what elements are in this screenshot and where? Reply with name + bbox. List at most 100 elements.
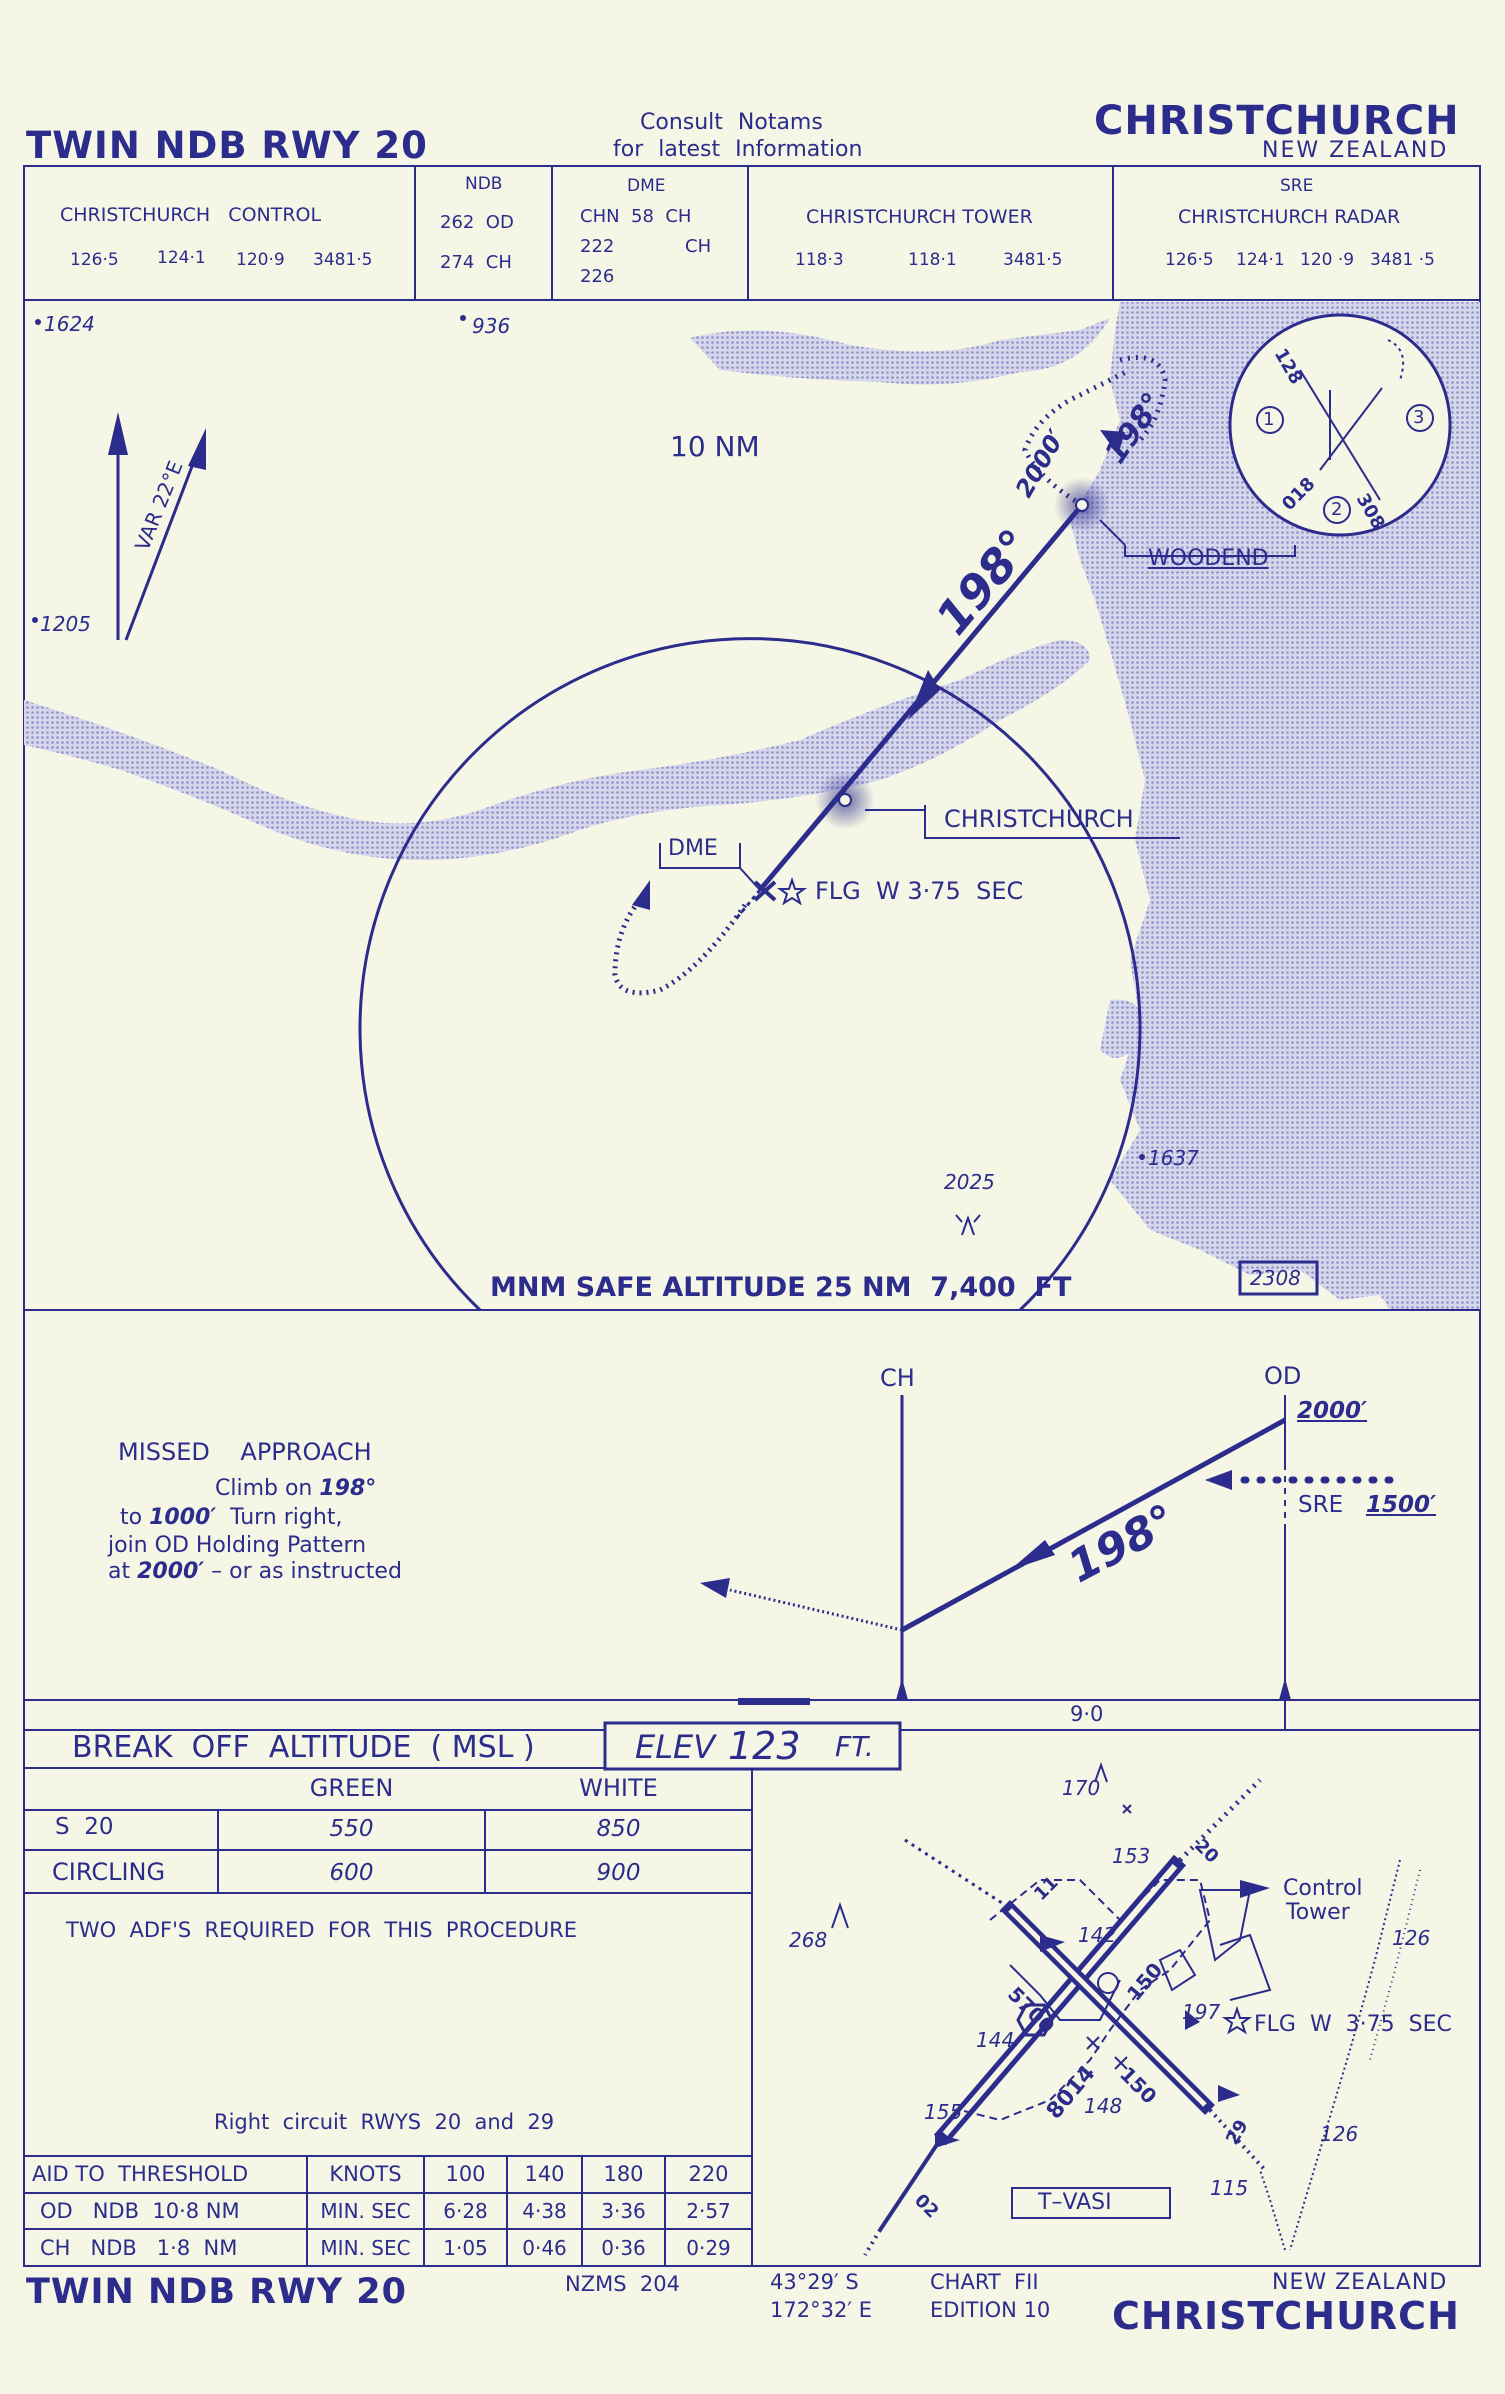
land-shading — [1070, 302, 1480, 1310]
control-freq-4: 3481·5 — [313, 250, 373, 270]
elev-value: 123 — [728, 1724, 801, 1768]
tower-title: CHRISTCHURCH TOWER — [806, 206, 1033, 228]
control-tower-label-1: Control — [1283, 1876, 1363, 1901]
adf-note: TWO ADF'S REQUIRED FOR THIS PROCEDURE — [66, 1918, 578, 1942]
control-freq-1: 126·5 — [70, 250, 119, 270]
elev-126b: 126 — [1320, 2122, 1359, 2146]
sre-title: SRE — [1280, 176, 1314, 196]
ndb-ch: 274 CH — [440, 252, 512, 273]
aerodrome-flg-label: FLG W 3·75 SEC — [1254, 2012, 1452, 2037]
dme-title: DME — [627, 176, 666, 196]
spot-936: 936 — [472, 314, 511, 338]
elev-142: 142 — [1078, 1923, 1117, 1947]
elev-153: 153 — [1112, 1844, 1151, 1868]
profile-sre-altitude: 1500′ — [1366, 1492, 1437, 1518]
inset-circle-1: 1 — [1263, 409, 1275, 430]
spot-1205: 1205 — [40, 612, 91, 636]
tower-freq-2: 118·1 — [908, 250, 957, 270]
timing-row-od-unit: MIN. SEC — [320, 2199, 411, 2223]
timing-row-ch-140: 0·46 — [522, 2236, 567, 2260]
footer-longitude: 172°32′ E — [770, 2298, 873, 2322]
minima-row-circling-white: 900 — [596, 1860, 641, 1886]
ndb-title: NDB — [465, 174, 503, 194]
elev-268: 268 — [789, 1928, 828, 1952]
elev-148: 148 — [1084, 2094, 1123, 2118]
elev-155: 155 — [924, 2100, 963, 2124]
consult-notams-line1: Consult Notams — [640, 110, 823, 135]
missed-approach-line4: at 2000′ – or as instructed — [108, 1559, 402, 1584]
elev-144: 144 — [976, 2028, 1015, 2052]
country-name: NEW ZEALAND — [1262, 138, 1449, 163]
msa-label: MNM SAFE ALTITUDE 25 NM 7,400 FT — [490, 1272, 1072, 1303]
footer-country: NEW ZEALAND — [1272, 2270, 1448, 2295]
timing-header-100: 100 — [445, 2162, 486, 2186]
missed-approach-line1: Climb on 198° — [215, 1476, 377, 1501]
christchurch-ndb-label: CHRISTCHURCH — [944, 805, 1134, 833]
footer-procedure: TWIN NDB RWY 20 — [26, 2272, 407, 2312]
dme-row-2: 222 — [580, 236, 615, 257]
timing-row-od-220: 2·57 — [686, 2199, 731, 2223]
break-off-title: BREAK OFF ALTITUDE ( MSL ) — [72, 1730, 535, 1765]
sre-freq-3: 120 ·9 — [1300, 250, 1355, 270]
timing-row-ch-unit: MIN. SEC — [320, 2236, 411, 2260]
elev-197: 197 — [1182, 2000, 1221, 2024]
dme-row-2-suffix: CH — [685, 236, 712, 257]
tvasi-label: T–VASI — [1038, 2190, 1112, 2215]
minima-row-circling-green: 600 — [329, 1860, 374, 1886]
footer-edition: EDITION 10 — [930, 2298, 1051, 2322]
spot-2308: 2308 — [1250, 1266, 1301, 1290]
profile-od-altitude: 2000′ — [1297, 1398, 1368, 1424]
consult-notams-line2: for latest Information — [613, 137, 863, 162]
inset-circle-3: 3 — [1413, 407, 1425, 428]
timing-row-ch-100: 1·05 — [443, 2236, 488, 2260]
timing-row-od-100: 6·28 — [443, 2199, 488, 2223]
profile-od-label: OD — [1264, 1362, 1302, 1390]
timing-row-od-aid: OD NDB 10·8 NM — [40, 2199, 240, 2223]
control-title: CHRISTCHURCH CONTROL — [60, 204, 322, 226]
timing-row-ch-180: 0·36 — [601, 2236, 646, 2260]
missed-approach-line2: to 1000′ Turn right, — [120, 1505, 343, 1530]
minima-row-s20-green: 550 — [329, 1816, 374, 1842]
sre-subtitle: CHRISTCHURCH RADAR — [1178, 206, 1401, 228]
spot-1637: 1637 — [1148, 1146, 1199, 1170]
inset-circle-2: 2 — [1331, 499, 1343, 520]
control-freq-3: 120·9 — [236, 250, 285, 270]
elev-label: ELEV — [635, 1728, 716, 1766]
aerodrome-diagram — [863, 1778, 1421, 2257]
sre-freq-4: 3481 ·5 — [1370, 250, 1435, 270]
minima-row-s20-label: S 20 — [55, 1814, 114, 1840]
missed-approach-line3: join OD Holding Pattern — [108, 1533, 367, 1558]
profile-distance: 9·0 — [1070, 1702, 1104, 1726]
ten-nm-ring — [358, 637, 1142, 1312]
elev-115: 115 — [1210, 2176, 1249, 2200]
timing-row-ch-220: 0·29 — [686, 2236, 731, 2260]
footer-latitude: 43°29′ S — [770, 2270, 859, 2294]
elev-unit: FT. — [835, 1730, 874, 1763]
spot-2025: 2025 — [944, 1170, 995, 1194]
header-white: WHITE — [579, 1774, 658, 1802]
timing-header-180: 180 — [603, 2162, 644, 2186]
timing-row-od-180: 3·36 — [601, 2199, 646, 2223]
timing-header-knots: KNOTS — [329, 2162, 402, 2186]
missed-approach-title: MISSED APPROACH — [118, 1438, 372, 1466]
dme-row-1: CHN 58 CH — [580, 206, 692, 227]
footer-nzms: NZMS 204 — [565, 2272, 680, 2296]
tower-freq-1: 118·3 — [795, 250, 844, 270]
spot-1624: 1624 — [44, 312, 95, 336]
header-green: GREEN — [309, 1774, 394, 1802]
tower-freq-3: 3481·5 — [1003, 250, 1063, 270]
ndb-od: 262 OD — [440, 212, 514, 233]
circuit-note: Right circuit RWYS 20 and 29 — [214, 2110, 555, 2134]
footer-chart: CHART FII — [930, 2270, 1039, 2294]
timing-row-ch-aid: CH NDB 1·8 NM — [40, 2236, 238, 2260]
flg-label: FLG W 3·75 SEC — [815, 877, 1024, 905]
footer-airport: CHRISTCHURCH — [1112, 2294, 1460, 2338]
control-tower-label-2: Tower — [1286, 1900, 1350, 1925]
minima-row-circling-label: CIRCLING — [52, 1858, 166, 1886]
sre-freq-2: 124·1 — [1236, 250, 1285, 270]
timing-header-220: 220 — [688, 2162, 729, 2186]
timing-header-aid: AID TO THRESHOLD — [32, 2162, 249, 2186]
woodend-label: WOODEND — [1148, 546, 1269, 571]
ten-nm-label: 10 NM — [670, 430, 760, 463]
